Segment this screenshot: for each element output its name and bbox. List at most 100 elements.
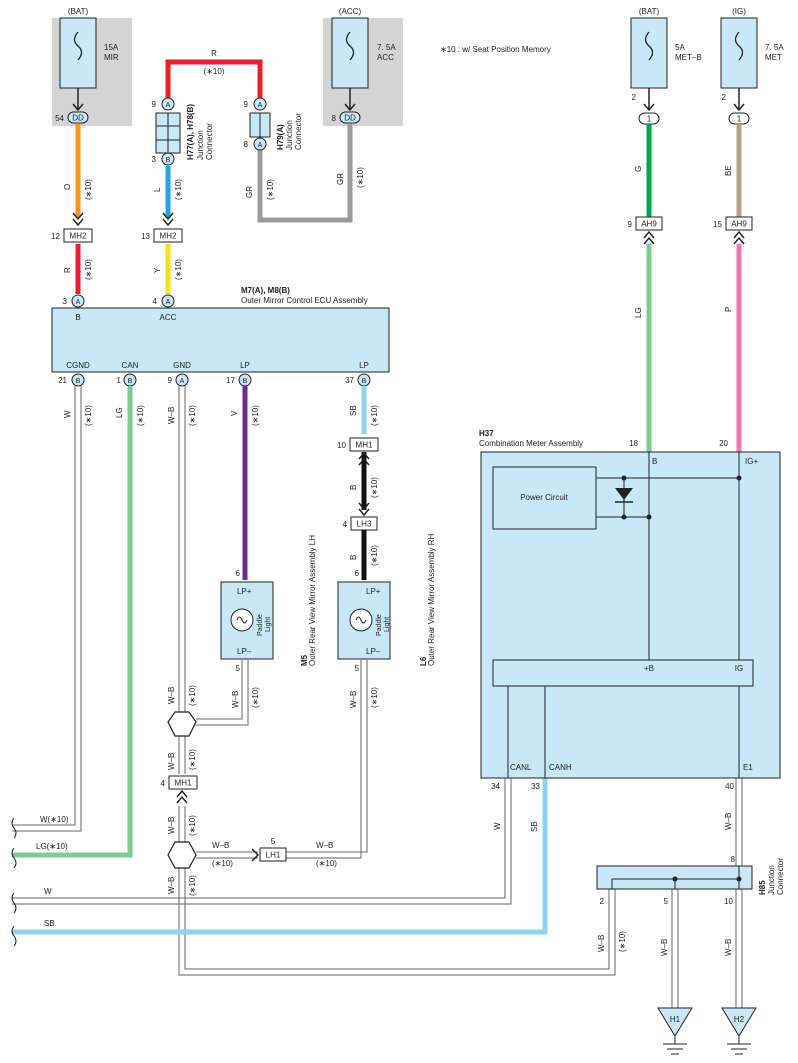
svg-text:MET–B: MET–B [675, 53, 702, 62]
svg-text:DD: DD [72, 114, 84, 123]
svg-text:MH1: MH1 [356, 441, 373, 450]
svg-text:2: 2 [600, 897, 605, 906]
svg-text:GND: GND [173, 361, 191, 370]
svg-text:LG(∗10): LG(∗10) [36, 842, 68, 851]
svg-text:Connector: Connector [294, 113, 303, 150]
svg-text:34: 34 [491, 782, 500, 791]
svg-text:MH1: MH1 [175, 779, 192, 788]
svg-text:9: 9 [168, 376, 173, 385]
svg-text:7. 5A: 7. 5A [765, 43, 784, 52]
svg-text:15: 15 [713, 220, 722, 229]
svg-text:A: A [166, 102, 171, 109]
svg-text:2: 2 [722, 93, 727, 102]
ground-h2: H2 [721, 1007, 757, 1055]
svg-text:SB: SB [349, 405, 358, 416]
svg-text:O: O [63, 184, 72, 190]
svg-text:3: 3 [152, 155, 157, 164]
svg-text:MET: MET [765, 53, 782, 62]
svg-text:5: 5 [271, 837, 276, 846]
connector-lh1-5: LH1 5 [251, 837, 287, 862]
svg-text:B: B [75, 313, 80, 322]
svg-text:+B: +B [644, 664, 654, 673]
splice-point [167, 841, 197, 869]
wire-white-cgnd [12, 386, 82, 832]
svg-text:3: 3 [63, 297, 68, 306]
svg-text:Light: Light [384, 617, 391, 632]
svg-text:21: 21 [58, 376, 67, 385]
svg-text:W–B: W–B [349, 691, 358, 708]
svg-text:B: B [652, 457, 657, 466]
svg-text:GR: GR [245, 186, 254, 198]
svg-text:CANH: CANH [549, 763, 572, 772]
svg-text:M7(A), M8(B): M7(A), M8(B) [241, 286, 290, 295]
svg-text:IG: IG [735, 664, 743, 673]
svg-text:W–B: W–B [724, 939, 733, 956]
fuse-ig-met: (IG) 7. 5A MET [720, 7, 784, 89]
svg-text:Combination Meter Assembly: Combination Meter Assembly [479, 439, 583, 448]
svg-text:1: 1 [647, 115, 652, 124]
svg-text:LH1: LH1 [266, 851, 281, 860]
svg-text:(∗10): (∗10) [188, 749, 197, 770]
connector-ah9-9: AH9 9 [628, 216, 663, 245]
svg-text:W–B: W–B [597, 935, 606, 952]
svg-text:R: R [63, 267, 72, 273]
svg-text:L6: L6 [419, 656, 428, 666]
combination-meter-assembly: H37 Combination Meter Assembly 18 20 B I… [479, 429, 781, 791]
svg-text:(∗10): (∗10) [84, 405, 93, 426]
svg-text:LP: LP [359, 361, 369, 370]
svg-text:1: 1 [737, 115, 742, 124]
svg-text:W–B: W–B [660, 939, 669, 956]
connector-dd-pin [67, 111, 89, 124]
seat-memory-note: ∗10 : w/ Seat Position Memory [440, 45, 551, 54]
svg-text:7. 5A: 7. 5A [377, 43, 396, 52]
svg-text:ACC: ACC [377, 53, 394, 62]
svg-text:40: 40 [725, 782, 734, 791]
svg-text:DD: DD [344, 114, 356, 123]
svg-text:(∗10): (∗10) [174, 259, 183, 280]
svg-text:Connector: Connector [776, 858, 785, 895]
svg-text:Y: Y [153, 267, 162, 273]
ground-h1: H1 [657, 1007, 693, 1055]
wire-lightblue-canh [12, 778, 548, 935]
svg-text:Power Circuit: Power Circuit [520, 493, 568, 502]
svg-text:W(∗10): W(∗10) [40, 815, 69, 824]
svg-text:A: A [166, 299, 171, 306]
connector-mh2-12: MH2 12 [51, 212, 93, 243]
svg-text:H79(A): H79(A) [276, 124, 285, 150]
svg-text:9: 9 [244, 100, 249, 109]
svg-text:AH9: AH9 [731, 220, 747, 229]
svg-text:8: 8 [332, 114, 337, 123]
svg-text:37: 37 [345, 376, 354, 385]
svg-text:LP–: LP– [237, 647, 252, 656]
fuse-icon [73, 31, 83, 61]
svg-text:H2: H2 [734, 1015, 745, 1024]
svg-text:V: V [230, 410, 239, 416]
wire-break-marks [11, 817, 17, 947]
svg-text:LP: LP [240, 361, 250, 370]
fuse-icon [734, 31, 744, 61]
svg-text:5A: 5A [675, 43, 685, 52]
fuse-icon [345, 31, 355, 61]
svg-text:8: 8 [244, 140, 249, 149]
svg-text:B: B [349, 485, 358, 490]
svg-text:(∗10): (∗10) [188, 405, 197, 426]
svg-text:MH2: MH2 [160, 232, 177, 241]
connector-lh3-4: LH3 4 [343, 502, 378, 531]
svg-text:W–B: W–B [724, 813, 733, 830]
svg-text:(∗10): (∗10) [188, 685, 197, 706]
svg-text:A: A [76, 299, 81, 306]
svg-text:LP+: LP+ [366, 587, 381, 596]
svg-text:Outer Mirror Control ECU Assem: Outer Mirror Control ECU Assembly [241, 296, 368, 305]
svg-text:(∗10): (∗10) [174, 179, 183, 200]
svg-text:Junction: Junction [767, 865, 776, 895]
svg-text:Paddle: Paddle [257, 614, 264, 636]
mirror-assembly-rh: 6 LP+ LP– Paddle Light 5 L6 Outer Rear V… [337, 533, 436, 673]
svg-text:W–B: W–B [167, 877, 176, 894]
svg-text:15A: 15A [104, 43, 119, 52]
svg-text:(∗10): (∗10) [251, 687, 260, 708]
svg-text:Outer Rear View Mirror Assembl: Outer Rear View Mirror Assembly RH [427, 533, 436, 666]
svg-text:LH3: LH3 [357, 520, 372, 529]
svg-text:Junction: Junction [285, 120, 294, 150]
connector-ah9-15: AH9 15 [713, 216, 753, 245]
svg-text:(∗10): (∗10) [251, 405, 260, 426]
